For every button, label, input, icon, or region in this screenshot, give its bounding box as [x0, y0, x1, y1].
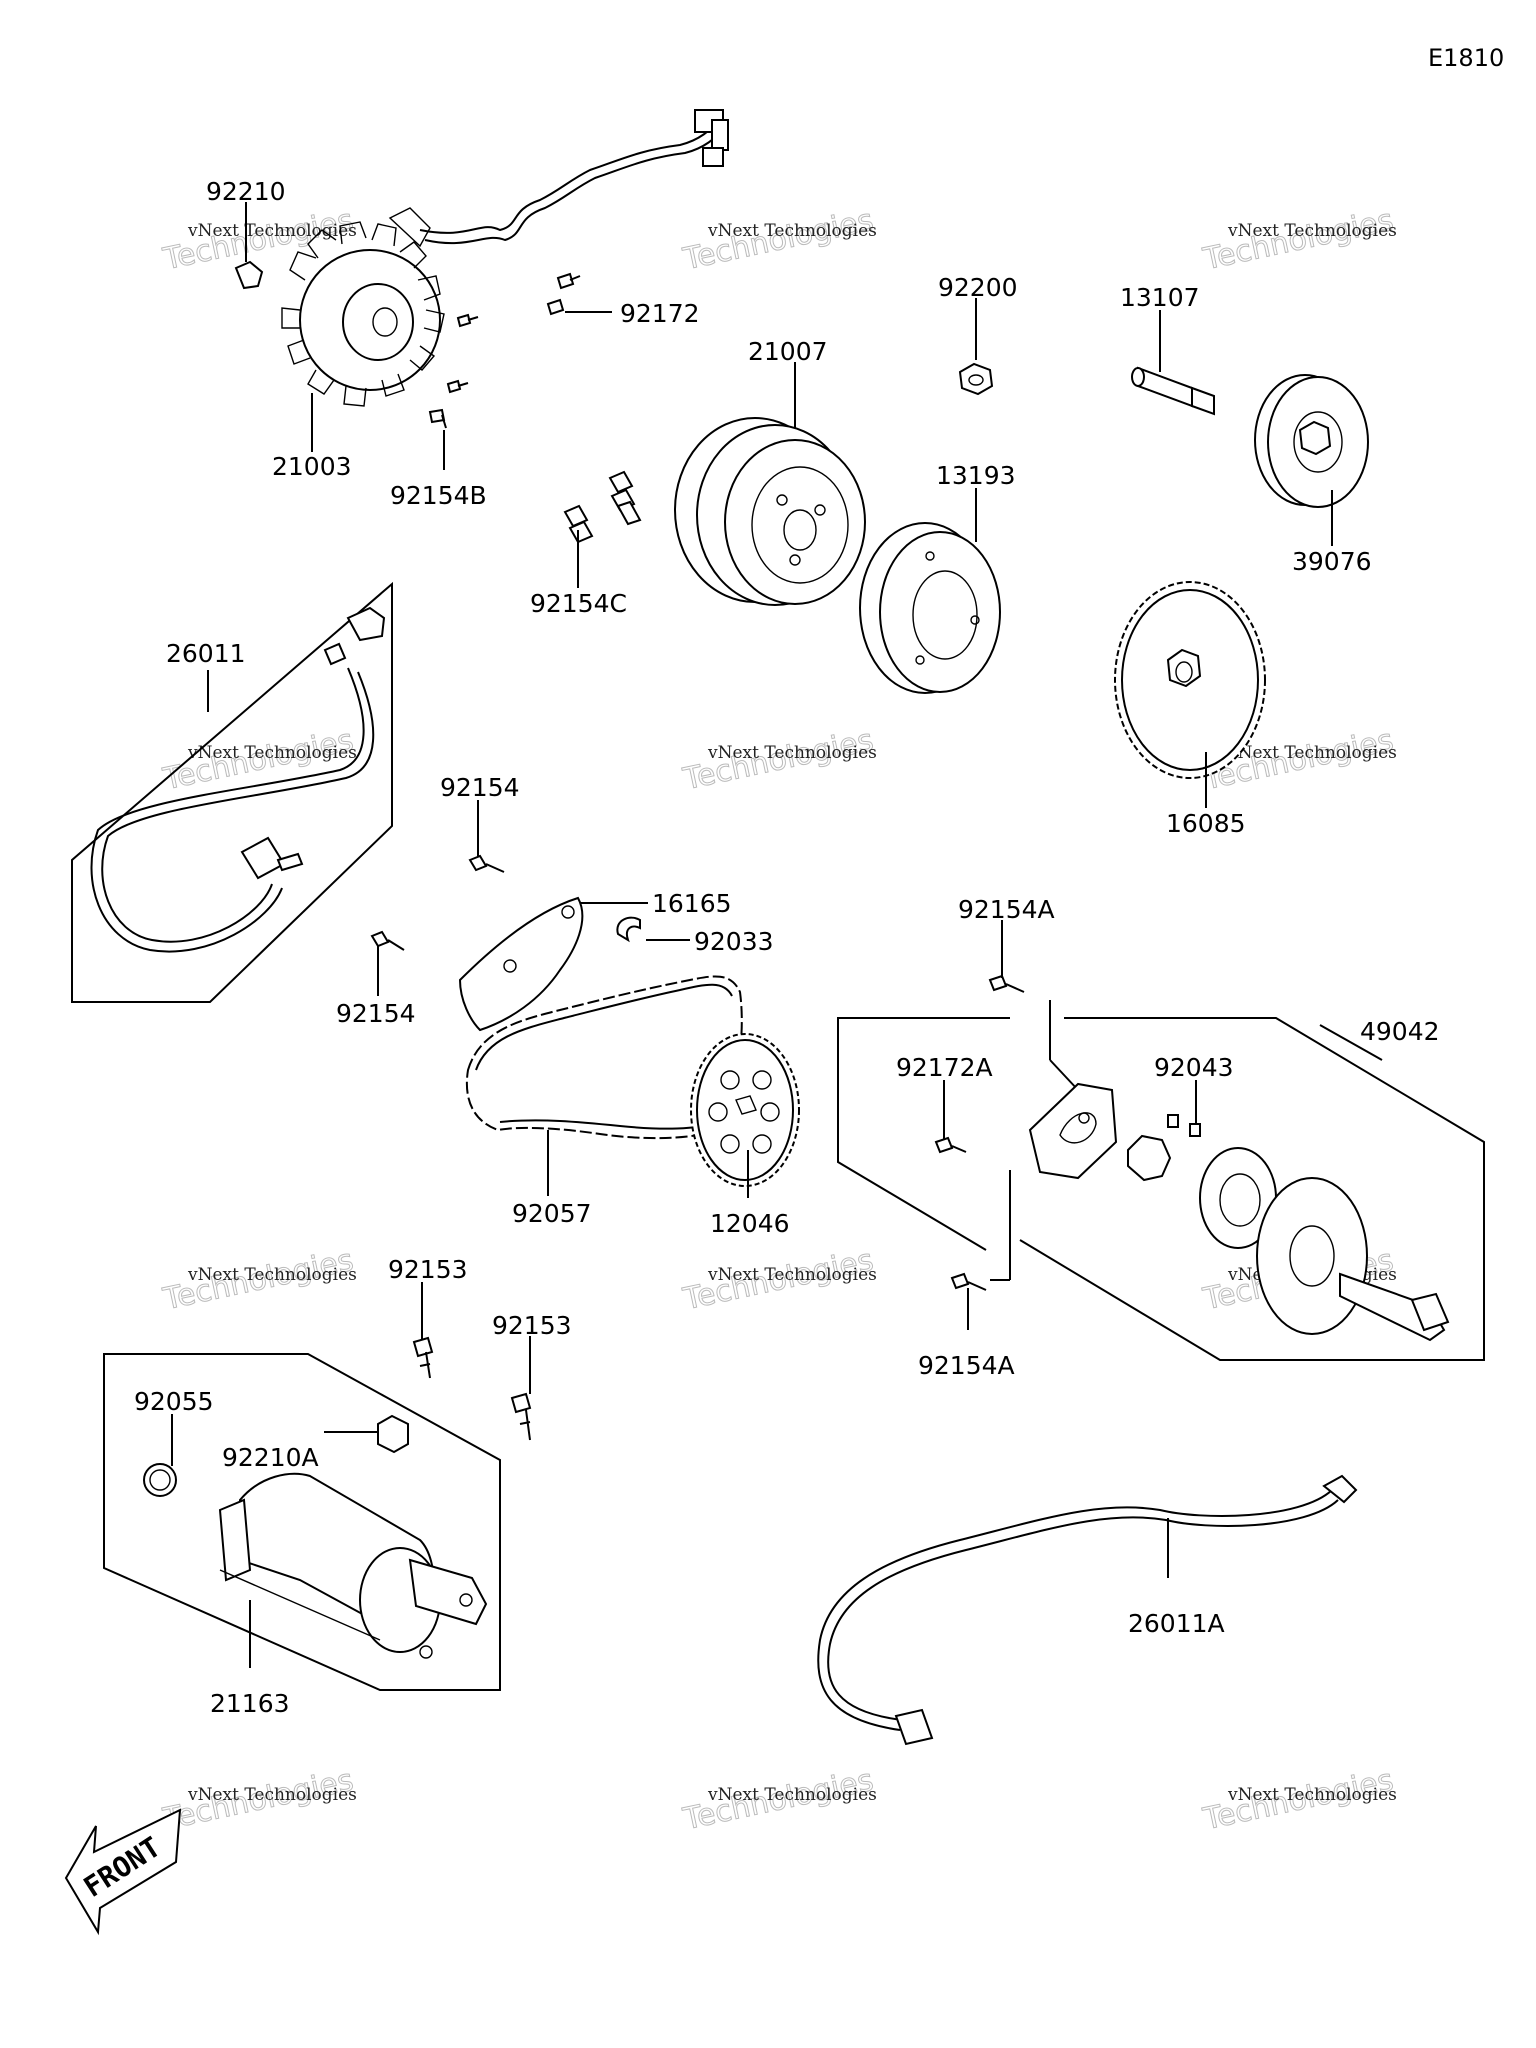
part-label: 16085 [1166, 809, 1246, 838]
part-label: 92154C [530, 589, 627, 618]
stator-21003 [281, 109, 729, 407]
part-label: 39076 [1292, 547, 1372, 576]
part-label: 92033 [694, 927, 774, 956]
part-label: 92153 [492, 1311, 572, 1340]
pin-92043 [1189, 1123, 1201, 1137]
part-labels: 92210 92172 21003 92154B 92154C 21007 92… [134, 177, 1440, 1718]
screw-92172A [934, 1136, 967, 1154]
gear-39076 [1254, 374, 1369, 508]
part-label: 92057 [512, 1199, 592, 1228]
part-label: 92172A [896, 1053, 993, 1082]
part-label: 92153 [388, 1255, 468, 1284]
watermark-small: vNext Technologies [187, 1265, 357, 1285]
rotor-21007 [674, 417, 866, 606]
part-label: 13107 [1120, 283, 1200, 312]
part-label: 92210 [206, 177, 286, 206]
watermark-small: vNext Technologies [187, 221, 357, 241]
bolt-92153 [412, 1336, 434, 1379]
grommet-92210 [234, 260, 264, 290]
bolt-92154 [370, 930, 405, 951]
bolt-92154A [988, 974, 1025, 993]
watermark-small: vNext Technologies [707, 743, 877, 763]
watermark-small: vNext Technologies [707, 221, 877, 241]
leader-line [1319, 1024, 1383, 1061]
bolts-92154B [428, 313, 479, 429]
bolt-92153 [510, 1392, 532, 1441]
cable-box-26011 [71, 581, 393, 1003]
part-label: 21003 [272, 452, 352, 481]
watermark-small: vNext Technologies [707, 1265, 877, 1285]
bolt-92154A [950, 1272, 987, 1291]
starter-clutch-13193 [859, 522, 1001, 694]
starter-motor-21163 [218, 1472, 488, 1659]
watermark-small: vNext Technologies [187, 1785, 357, 1805]
part-label: 21007 [748, 337, 828, 366]
diagram-code: E1810 [1428, 44, 1504, 72]
sprocket-16085 [1114, 581, 1266, 779]
part-label: 21163 [210, 1689, 290, 1718]
nut-92210A [377, 1414, 409, 1454]
shaft-13107 [1131, 366, 1215, 416]
box-49042 [837, 1017, 1010, 1251]
starter-box-21163 [103, 1353, 501, 1691]
part-label: 26011 [166, 639, 246, 668]
part-label: 92043 [1154, 1053, 1234, 1082]
nut-92200 [958, 362, 994, 396]
part-label: 92200 [938, 273, 1018, 302]
box-49042-right [1019, 1017, 1485, 1361]
bolts-92154C [563, 470, 642, 544]
part-label: 92154B [390, 481, 487, 510]
part-label: 92154A [918, 1351, 1015, 1380]
watermark-small: vNext Technologies [187, 743, 357, 763]
part-label: 92210A [222, 1443, 319, 1472]
part-label: 92154 [336, 999, 416, 1028]
part-label: 13193 [936, 461, 1016, 490]
part-label: 92154A [958, 895, 1055, 924]
part-label: 26011A [1128, 1609, 1225, 1638]
leader-line [1049, 1000, 1079, 1091]
watermark-small: vNext Technologies [1227, 221, 1397, 241]
part-label: 16165 [652, 889, 732, 918]
part-label: 92172 [620, 299, 700, 328]
part-label: 92154 [440, 773, 520, 802]
sprocket-12046 [690, 1033, 800, 1187]
cable-26011A [817, 1474, 1358, 1746]
part-label: 92055 [134, 1387, 214, 1416]
chain-guide-16165 [458, 896, 584, 1032]
bolt-92154 [468, 854, 505, 873]
watermark-small: vNext Technologies [1227, 1785, 1397, 1805]
clip-92033 [616, 916, 641, 943]
watermark-small: vNext Technologies [1227, 743, 1397, 763]
part-label: 12046 [710, 1209, 790, 1238]
front-arrow-icon: FRONT [64, 1808, 182, 1936]
screws-92172 [546, 272, 581, 316]
cable-26011 [90, 606, 386, 953]
oil-pump-assembly-49042 [1028, 1082, 1450, 1342]
part-label: 49042 [1360, 1017, 1440, 1046]
o-ring-92055 [143, 1463, 177, 1497]
watermark-small: vNext Technologies [707, 1785, 877, 1805]
